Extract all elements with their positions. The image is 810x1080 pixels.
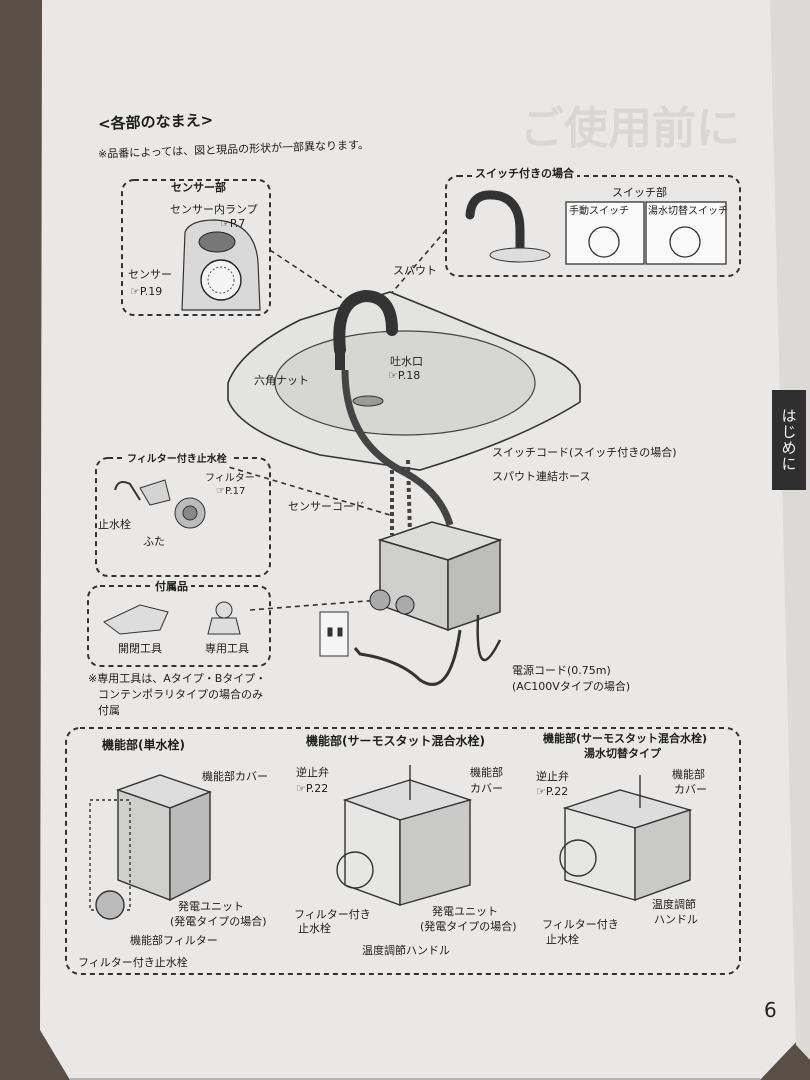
- accessory-note-3: 付属: [98, 704, 120, 717]
- valve-parts: [369, 589, 415, 615]
- outlet-ref: ☞P.18: [388, 369, 421, 382]
- faucet-spout: [333, 289, 398, 370]
- sensor-lamp-ref: ☞P.7: [220, 217, 246, 230]
- func-thermo-valve2: 止水栓: [298, 922, 331, 935]
- special-tool-label: 専用工具: [205, 642, 249, 655]
- sensor-lamp-label: センサー内ランプ: [170, 203, 258, 216]
- hoses: [341, 369, 454, 536]
- switch-part-label: スイッチ部: [612, 186, 667, 199]
- switch-faucet: [465, 190, 551, 263]
- switch-box-frame: [445, 175, 741, 277]
- func-thermo-valve1: フィルター付き: [294, 908, 371, 921]
- func-switch-cover2: カバー: [674, 783, 707, 796]
- ghost-text: ご使用前に: [520, 103, 740, 154]
- function-section-frame: [65, 727, 741, 975]
- switch-cord-label: スイッチコード(スイッチ付きの場合): [492, 446, 677, 459]
- power-cord-label: 電源コード(0.75m): [512, 664, 611, 677]
- open-tool-label: 開閉工具: [118, 642, 162, 655]
- sensor-box-frame: [121, 179, 271, 316]
- side-tab: はじめに: [772, 390, 806, 490]
- switch-panels: [565, 201, 727, 265]
- func-single-cover: 機能部カバー: [202, 770, 268, 783]
- cap-label: ふた: [143, 535, 165, 548]
- func-single-gen2: (発電タイプの場合): [170, 915, 267, 928]
- func-thermo-temp: 温度調節ハンドル: [362, 944, 450, 957]
- switch-box-title: スイッチ付きの場合: [472, 167, 577, 181]
- filter-box-title: フィルター付き止水栓: [124, 453, 230, 467]
- func-switch-cover1: 機能部: [672, 768, 705, 781]
- manual-switch-label: 手動スイッチ: [569, 206, 629, 217]
- outlet-label: 吐水口: [390, 355, 423, 368]
- hotcold-switch-label: 湯水切替スイッチ: [648, 206, 728, 217]
- func-single-unit: [89, 774, 213, 920]
- hex-nut-label: 六角ナット: [254, 374, 309, 387]
- spout-hose-label: スパウト連結ホース: [492, 470, 591, 483]
- func-switch-check: 逆止弁: [536, 770, 569, 783]
- func-thermo-cover2: カバー: [470, 782, 503, 795]
- accessory-note-2: コンテンポラリタイプの場合のみ: [98, 688, 263, 701]
- accessory-box-title: 付属品: [152, 580, 191, 594]
- func-single-title: 機能部(単水栓): [102, 738, 185, 752]
- power-cord: [353, 629, 462, 686]
- func-thermo-cover1: 機能部: [470, 766, 503, 779]
- func-single-gen1: 発電ユニット: [178, 900, 244, 913]
- func-switch-title1: 機能部(サーモスタット混合水栓): [543, 732, 708, 745]
- func-single-valve: フィルター付き止水栓: [78, 956, 188, 969]
- func-switch-temp1: 温度調節: [652, 898, 696, 911]
- func-thermo-unit: [336, 765, 473, 906]
- page-number: 6: [764, 998, 777, 1022]
- func-single-filter: 機能部フィルター: [130, 934, 218, 947]
- func-switch-temp2: ハンドル: [654, 913, 698, 926]
- func-switch-valve2: 止水栓: [546, 933, 579, 946]
- sensor-cord-label: センサーコード: [288, 500, 365, 513]
- sensor-label: センサー: [128, 268, 172, 281]
- func-switch-unit: [559, 775, 693, 901]
- power-note: (AC100Vタイプの場合): [512, 680, 631, 693]
- sensor-closeup: [181, 219, 261, 311]
- func-thermo-title: 機能部(サーモスタット混合水栓): [306, 734, 485, 748]
- section-title: <各部のなまえ>: [97, 110, 214, 134]
- func-thermo-gen2: (発電タイプの場合): [420, 920, 517, 933]
- func-thermo-check-ref: ☞P.22: [296, 782, 329, 795]
- func-thermo-check: 逆止弁: [296, 766, 329, 779]
- filter-label: フィルター: [205, 473, 255, 484]
- spout-label: スパウト: [393, 264, 437, 277]
- func-switch-check-ref: ☞P.22: [536, 785, 569, 798]
- accessory-tools: [103, 601, 241, 635]
- func-switch-valve1: フィルター付き: [542, 918, 619, 931]
- sensor-ref: ☞P.19: [130, 285, 163, 298]
- paper-edge: [770, 0, 810, 1060]
- wall-outlet: [319, 611, 349, 657]
- func-switch-title2: 湯水切替タイプ: [584, 747, 661, 760]
- func-thermo-gen1: 発電ユニット: [432, 905, 498, 918]
- stop-valve-label: 止水栓: [98, 518, 131, 531]
- filter-parts: [114, 479, 206, 529]
- filter-ref: ☞P.17: [216, 486, 246, 497]
- sensor-box-title: センサー部: [168, 181, 229, 195]
- accessory-note-1: ※専用工具は、Aタイプ・Bタイプ・: [88, 672, 267, 685]
- leader-lines: [194, 229, 447, 611]
